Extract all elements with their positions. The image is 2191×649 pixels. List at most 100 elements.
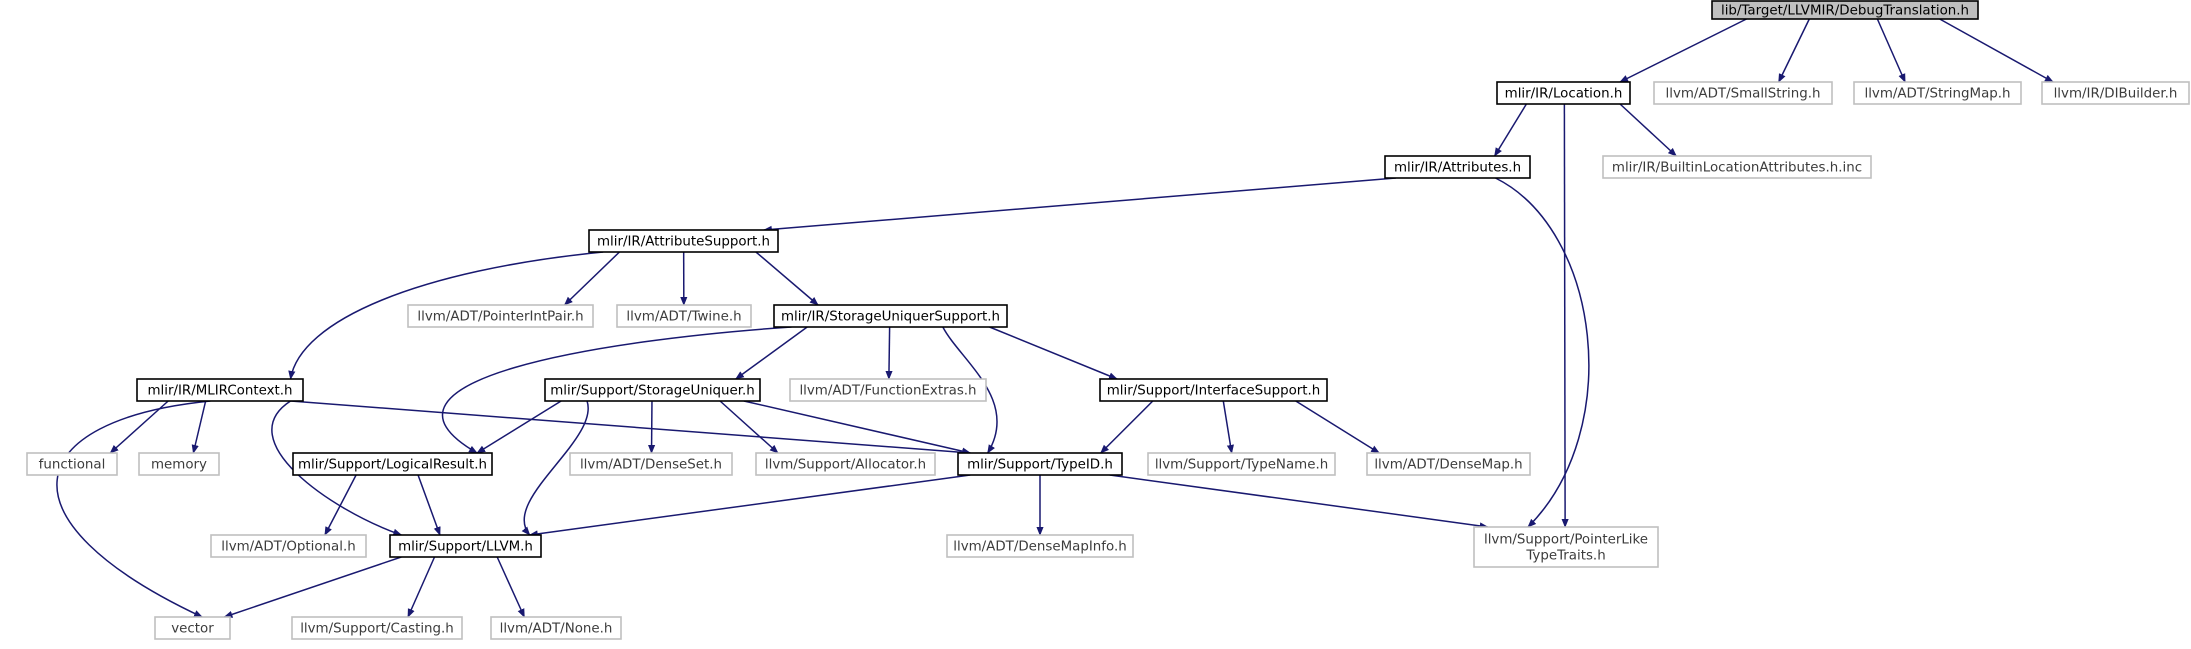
node-label: lib/Target/LLVMIR/DebugTranslation.h xyxy=(1721,4,1969,19)
node-box xyxy=(154,616,231,640)
node-label: llvm/Support/PointerLike xyxy=(1484,533,1648,548)
edge-mlir-ir-attributes-h-to-mlir-ir-attributesupport-h xyxy=(762,177,1396,233)
node-label: llvm/ADT/FunctionExtras.h xyxy=(799,384,976,399)
edge-mlir-support-storageuniquer-h-to-llvm-support-allocator-h xyxy=(719,400,779,454)
node-llvm-adt-none-h: llvm/ADT/None.h xyxy=(490,616,622,640)
node-box xyxy=(407,304,594,328)
edge-mlir-support-llvm-h-to-llvm-support-casting-h xyxy=(407,556,436,618)
node-functional: functional xyxy=(26,452,118,476)
node-box xyxy=(136,378,304,402)
node-mlir-support-storageuniquer-h[interactable]: mlir/Support/StorageUniquer.h xyxy=(544,378,761,402)
node-box xyxy=(292,452,493,476)
node-llvm-support-allocator-h: llvm/Support/Allocator.h xyxy=(755,452,936,476)
edge-mlir-ir-storageuniquersupport-h-to-mlir-support-storageuniquer-h xyxy=(735,326,808,380)
node-box xyxy=(789,378,987,402)
node-label: mlir/IR/Location.h xyxy=(1505,87,1623,102)
edge-mlir-ir-storageuniquersupport-h-to-mlir-support-logicalresult-h xyxy=(441,326,792,454)
node-label: llvm/Support/Allocator.h xyxy=(765,458,926,473)
node-mlir-ir-mlircontext-h[interactable]: mlir/IR/MLIRContext.h xyxy=(136,378,304,402)
node-box xyxy=(569,452,733,476)
node-label: llvm/ADT/Optional.h xyxy=(221,540,355,555)
node-label: llvm/ADT/Twine.h xyxy=(626,310,741,325)
edge-lib-target-llvmir-debugtranslation-h-to-llvm-adt-smallstring-h xyxy=(1778,18,1810,83)
edge-lib-target-llvmir-debugtranslation-h-to-llvm-ir-dibuilder-h xyxy=(1939,18,2054,83)
node-mlir-support-interfacesupport-h[interactable]: mlir/Support/InterfaceSupport.h xyxy=(1099,378,1328,402)
node-label: memory xyxy=(151,458,207,473)
node-mlir-ir-attributes-h[interactable]: mlir/IR/Attributes.h xyxy=(1384,155,1531,179)
node-label: mlir/Support/InterfaceSupport.h xyxy=(1107,384,1321,399)
node-box xyxy=(1366,452,1531,476)
node-box xyxy=(1473,526,1659,568)
node-box xyxy=(544,378,761,402)
node-mlir-support-typeid-h[interactable]: mlir/Support/TypeID.h xyxy=(957,452,1123,476)
node-box xyxy=(773,304,1008,328)
edge-mlir-support-interfacesupport-h-to-mlir-support-typeid-h xyxy=(1100,400,1154,454)
node-box xyxy=(755,452,936,476)
node-label: TypeTraits.h xyxy=(1525,549,1605,564)
node-box xyxy=(946,534,1134,558)
node-label: llvm/ADT/DenseMapInfo.h xyxy=(953,540,1126,555)
node-box xyxy=(2041,81,2190,105)
node-llvm-adt-denseset-h: llvm/ADT/DenseSet.h xyxy=(569,452,733,476)
node-label: llvm/ADT/SmallString.h xyxy=(1666,87,1821,102)
edge-mlir-ir-storageuniquersupport-h-to-llvm-adt-functionextras-h xyxy=(885,326,893,380)
edge-mlir-support-logicalresult-h-to-llvm-adt-optional-h xyxy=(324,474,357,536)
node-llvm-support-casting-h: llvm/Support/Casting.h xyxy=(291,616,463,640)
node-box xyxy=(1384,155,1531,179)
node-label: llvm/Support/TypeName.h xyxy=(1155,458,1328,473)
node-label: llvm/ADT/DenseMap.h xyxy=(1374,458,1522,473)
node-box xyxy=(210,534,367,558)
node-label: mlir/IR/Attributes.h xyxy=(1394,161,1521,176)
node-box xyxy=(490,616,622,640)
node-label: vector xyxy=(171,622,214,637)
node-llvm-adt-twine-h: llvm/ADT/Twine.h xyxy=(616,304,752,328)
node-box xyxy=(138,452,220,476)
node-label: mlir/Support/LLVM.h xyxy=(398,540,533,555)
node-box xyxy=(957,452,1123,476)
node-box xyxy=(1496,81,1631,105)
node-label: mlir/IR/MLIRContext.h xyxy=(147,384,292,399)
edge-mlir-support-storageuniquer-h-to-mlir-support-typeid-h xyxy=(743,400,972,455)
node-label: llvm/Support/Casting.h xyxy=(300,622,454,637)
node-label: llvm/ADT/StringMap.h xyxy=(1864,87,2010,102)
node-label: mlir/Support/LogicalResult.h xyxy=(298,458,487,473)
node-box xyxy=(1853,81,2022,105)
node-label: llvm/ADT/None.h xyxy=(500,622,613,637)
node-llvm-adt-pointerintpair-h: llvm/ADT/PointerIntPair.h xyxy=(407,304,594,328)
node-box xyxy=(1147,452,1336,476)
nodes-layer: lib/Target/LLVMIR/DebugTranslation.h mlir… xyxy=(26,0,2190,640)
node-llvm-support-typename-h: llvm/Support/TypeName.h xyxy=(1147,452,1336,476)
edge-mlir-ir-mlircontext-h-to-functional xyxy=(109,400,169,454)
node-label: mlir/IR/BuiltinLocationAttributes.h.inc xyxy=(1612,161,1862,176)
edge-mlir-support-llvm-h-to-vector xyxy=(223,556,402,618)
edge-lib-target-llvmir-debugtranslation-h-to-mlir-ir-location-h xyxy=(1619,18,1747,83)
node-mlir-support-llvm-h[interactable]: mlir/Support/LLVM.h xyxy=(389,534,542,558)
node-box xyxy=(1602,155,1872,179)
node-box xyxy=(1653,81,1833,105)
node-llvm-ir-dibuilder-h: llvm/IR/DIBuilder.h xyxy=(2041,81,2190,105)
edge-mlir-ir-attributesupport-h-to-mlir-ir-mlircontext-h xyxy=(288,251,604,380)
edge-mlir-ir-attributesupport-h-to-mlir-ir-storageuniquersupport-h xyxy=(755,251,819,306)
node-mlir-ir-attributesupport-h[interactable]: mlir/IR/AttributeSupport.h xyxy=(588,229,779,253)
node-box xyxy=(1099,378,1328,402)
edge-mlir-ir-storageuniquersupport-h-to-mlir-support-interfacesupport-h xyxy=(989,326,1118,380)
node-memory: memory xyxy=(138,452,220,476)
edge-mlir-support-interfacesupport-h-to-llvm-support-typename-h xyxy=(1222,400,1234,454)
edge-lib-target-llvmir-debugtranslation-h-to-llvm-adt-stringmap-h xyxy=(1876,18,1906,83)
node-llvm-adt-optional-h: llvm/ADT/Optional.h xyxy=(210,534,367,558)
node-label: mlir/Support/StorageUniquer.h xyxy=(550,384,755,399)
edge-mlir-support-typeid-h-to-mlir-support-llvm-h xyxy=(528,474,971,538)
node-label: mlir/IR/StorageUniquerSupport.h xyxy=(781,310,1000,325)
node-lib-target-llvmir-debugtranslation-h[interactable]: lib/Target/LLVMIR/DebugTranslation.h xyxy=(1711,0,1979,20)
edge-mlir-ir-attributesupport-h-to-llvm-adt-pointerintpair-h xyxy=(563,251,620,306)
node-mlir-ir-storageuniquersupport-h[interactable]: mlir/IR/StorageUniquerSupport.h xyxy=(773,304,1008,328)
node-mlir-support-logicalresult-h[interactable]: mlir/Support/LogicalResult.h xyxy=(292,452,493,476)
edge-mlir-support-logicalresult-h-to-mlir-support-llvm-h xyxy=(417,474,441,536)
node-llvm-adt-functionextras-h: llvm/ADT/FunctionExtras.h xyxy=(789,378,987,402)
node-box xyxy=(26,452,118,476)
edge-mlir-ir-location-h-to-mlir-ir-builtinlocationattributes-h-inc xyxy=(1619,103,1677,157)
edge-mlir-support-storageuniquer-h-to-mlir-support-logicalresult-h xyxy=(476,400,562,454)
node-mlir-ir-location-h[interactable]: mlir/IR/Location.h xyxy=(1496,81,1631,105)
edge-mlir-support-llvm-h-to-llvm-adt-none-h xyxy=(496,556,526,618)
